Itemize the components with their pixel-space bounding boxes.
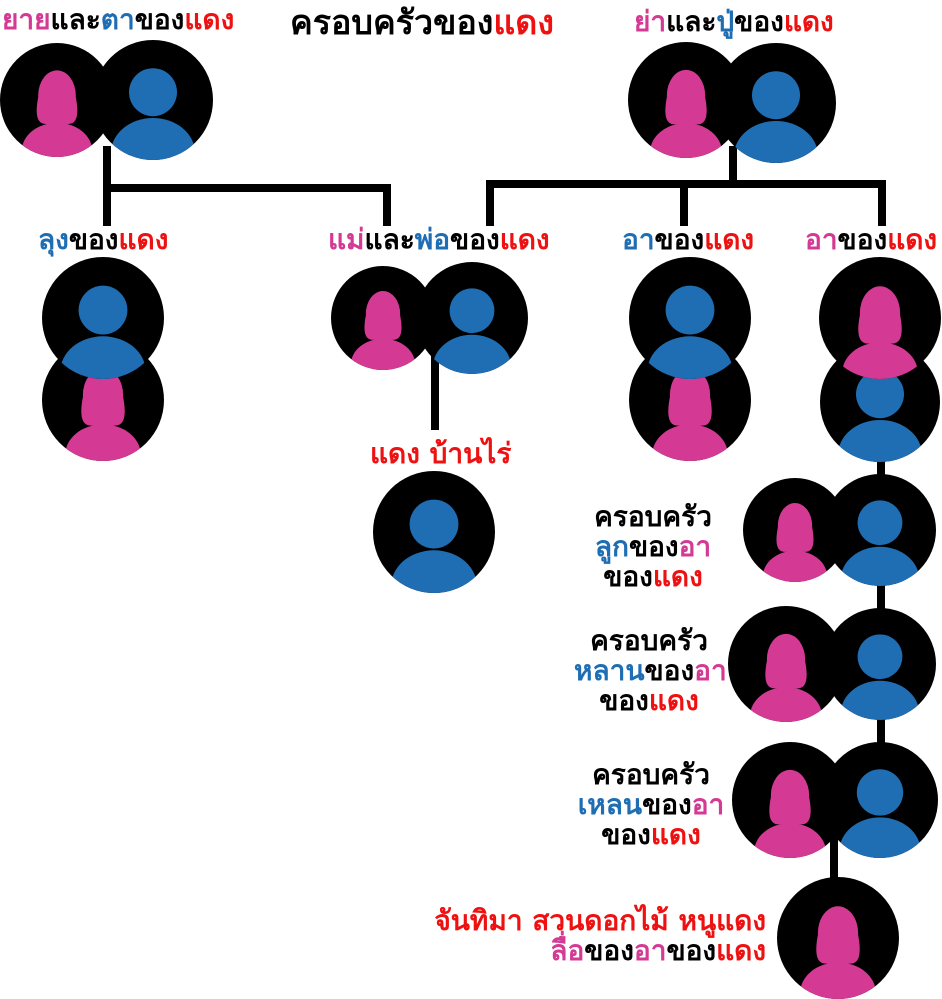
daeng (373, 471, 495, 593)
father-younger-sister (819, 257, 941, 379)
female-person-icon (754, 769, 826, 858)
male-person-icon (734, 71, 818, 163)
label-paternal-grandparents: ย่าและปู่ของแดง (634, 5, 834, 38)
page-title: ครอบครัวของแดง (290, 3, 554, 43)
male-person-icon (647, 285, 733, 379)
label-daeng: แดง บ้านไร่ (370, 437, 512, 470)
male-person-icon (840, 500, 920, 586)
label-great-grandchild-family: ครอบครัว เหลนของอา ของแดง (577, 758, 725, 851)
grandchild (824, 608, 936, 720)
male-person-icon (840, 634, 920, 720)
people (0, 40, 941, 999)
cousin (824, 474, 936, 586)
label-parents: แม่และพ่อของแดง (328, 223, 550, 256)
male-person-icon (391, 499, 477, 593)
father-younger-brother (629, 257, 751, 379)
female-person-icon (800, 906, 876, 999)
female-person-icon (762, 502, 828, 582)
female-person-icon (350, 290, 416, 370)
label-father-younger-sister: อาของแดง (805, 223, 938, 256)
label-maternal-grandparents: ยายและตาของแดง (2, 3, 235, 36)
father-younger-sister-spouse (820, 342, 940, 462)
paternal-grandmother (628, 42, 744, 158)
label-descendant: จันทิมา สวนดอกไม้ หนูแดง ลื่อของอาของแดง (434, 904, 766, 967)
label-grandchild-family: ครอบครัว หลานของอา ของแดง (574, 624, 727, 717)
maternal-grandfather (93, 40, 213, 160)
female-person-icon (21, 70, 93, 157)
male-person-icon (432, 288, 512, 374)
female-person-icon (750, 633, 822, 722)
great-great-grandchild (777, 877, 899, 999)
uncle (42, 257, 164, 379)
female-person-icon (652, 368, 728, 461)
male-person-icon (111, 68, 195, 160)
maternal-grandmother (0, 43, 114, 157)
label-uncle: ลุงของแดง (38, 223, 169, 256)
female-person-icon (65, 368, 141, 461)
mother (331, 266, 435, 370)
grandchild-spouse (728, 606, 844, 722)
male-person-icon (60, 285, 146, 379)
label-father-younger-brother: อาของแดง (622, 223, 755, 256)
cousin-spouse (743, 478, 847, 582)
label-cousin-family: ครอบครัว ลูกของอา ของแดง (594, 500, 712, 593)
great-grandchild (822, 742, 938, 858)
great-grandchild-spouse (732, 742, 848, 858)
father (416, 262, 528, 374)
female-person-icon (650, 69, 722, 158)
male-person-icon (838, 370, 922, 462)
paternal-grandfather (716, 43, 836, 163)
female-person-icon (842, 286, 918, 379)
male-person-icon (839, 769, 921, 858)
